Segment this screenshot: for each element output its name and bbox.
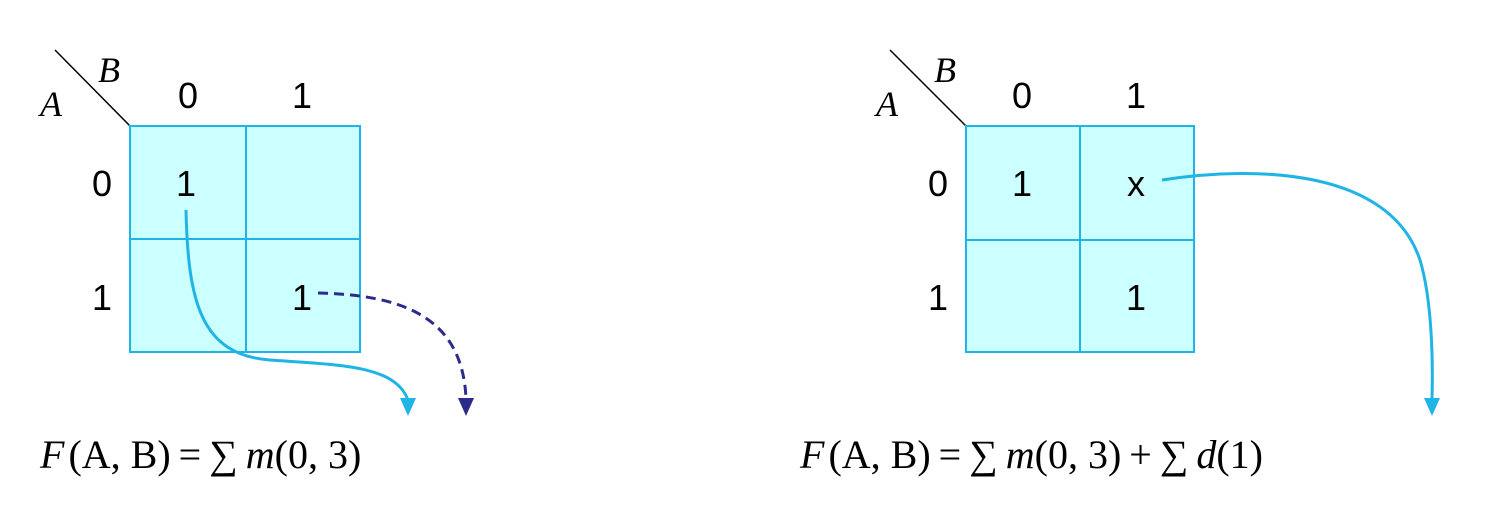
left-eq-sum: ∑ bbox=[209, 432, 238, 477]
left-cell-0-0: 1 bbox=[176, 163, 196, 204]
right-eq-lhs: F bbox=[799, 432, 825, 477]
right-cell-0-1: x bbox=[1127, 163, 1145, 204]
right-eq-d-args: (1) bbox=[1216, 432, 1263, 477]
right-eq-d: d bbox=[1196, 432, 1217, 477]
left-kmap: B A 0 1 0 1 1 1 F(A, B)=∑m(0, 3) bbox=[38, 49, 474, 477]
right-kmap: B A 0 1 0 1 1 x 1 F(A, B)=∑m(0, 3)+∑d(1) bbox=[799, 49, 1440, 477]
right-eq-sum: ∑ bbox=[969, 432, 998, 477]
left-minterm3-arrowhead bbox=[458, 398, 474, 416]
left-eq-lhs: F bbox=[39, 432, 65, 477]
left-eq-m-args: (0, 3) bbox=[275, 432, 362, 477]
right-eq-m: m bbox=[1006, 432, 1035, 477]
left-eq-args: (A, B) bbox=[68, 432, 170, 477]
right-eq-m-args: (0, 3) bbox=[1035, 432, 1122, 477]
left-row-var-label: A bbox=[38, 84, 63, 124]
right-dontcare-arrow bbox=[1161, 171, 1434, 399]
left-col-var-label: B bbox=[98, 50, 120, 90]
left-eq-m: m bbox=[246, 432, 275, 477]
right-dontcare-arrowhead bbox=[1424, 398, 1440, 416]
left-corner-diagonal bbox=[54, 49, 131, 127]
right-eq-sum2: ∑ bbox=[1160, 432, 1189, 477]
right-equation: F(A, B)=∑m(0, 3)+∑d(1) bbox=[799, 432, 1263, 477]
right-cell-0-0: 1 bbox=[1012, 163, 1032, 204]
left-col-header-0: 0 bbox=[178, 75, 198, 116]
left-row-header-1: 1 bbox=[92, 277, 112, 318]
left-eq-equals: = bbox=[179, 432, 202, 477]
left-minterm0-arrowhead bbox=[400, 398, 416, 416]
left-minterm0-arrow bbox=[184, 209, 410, 401]
left-equation: F(A, B)=∑m(0, 3) bbox=[39, 432, 361, 477]
right-eq-equals: = bbox=[939, 432, 962, 477]
left-col-header-1: 1 bbox=[292, 75, 312, 116]
right-row-var-label: A bbox=[874, 84, 899, 124]
left-row-header-0: 0 bbox=[92, 163, 112, 204]
right-corner-diagonal bbox=[889, 49, 967, 127]
left-minterm3-arrow bbox=[317, 291, 468, 399]
right-eq-plus: + bbox=[1129, 432, 1152, 477]
right-col-var-label: B bbox=[934, 50, 956, 90]
right-row-header-0: 0 bbox=[928, 163, 948, 204]
right-col-header-1: 1 bbox=[1126, 75, 1146, 116]
right-cell-1-1: 1 bbox=[1126, 277, 1146, 318]
right-eq-args: (A, B) bbox=[828, 432, 930, 477]
left-cell-1-1: 1 bbox=[292, 277, 312, 318]
right-row-header-1: 1 bbox=[928, 277, 948, 318]
right-col-header-0: 0 bbox=[1012, 75, 1032, 116]
